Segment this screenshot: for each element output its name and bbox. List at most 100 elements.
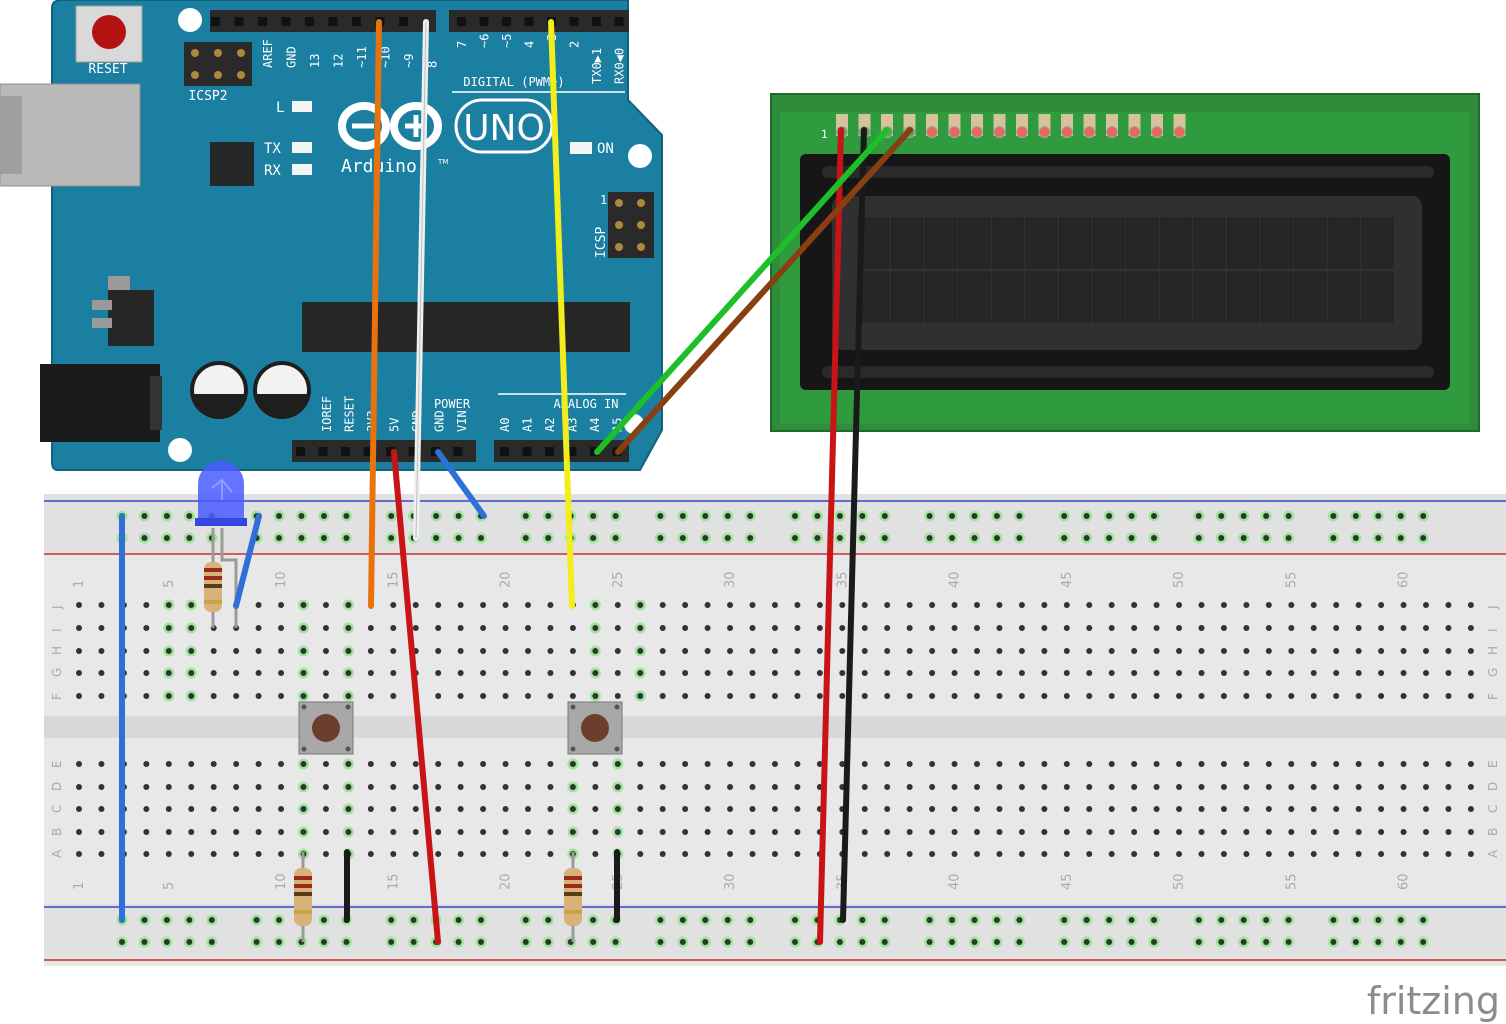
breadboard-hole[interactable] [412,761,419,767]
breadboard-hole[interactable] [457,784,464,790]
breadboard-hole[interactable] [974,670,980,676]
breadboard-hole[interactable] [996,761,1003,767]
breadboard-hole[interactable] [76,625,82,631]
breadboard-hole[interactable] [547,784,554,790]
breadboard-hole[interactable] [637,670,644,676]
reset-button-cap[interactable] [92,15,126,49]
breadboard-hole[interactable] [1423,829,1429,835]
breadboard-hole[interactable] [569,784,576,790]
rail-hole[interactable] [1061,939,1068,945]
rail-hole[interactable] [1128,939,1135,945]
header-pin[interactable] [453,447,463,456]
rail-hole[interactable] [926,513,933,519]
breadboard-hole[interactable] [502,625,509,631]
breadboard-hole[interactable] [300,829,307,835]
breadboard-hole[interactable] [1445,648,1452,654]
breadboard-hole[interactable] [1333,806,1340,812]
rail-hole[interactable] [141,917,148,923]
rail-hole[interactable] [1375,513,1382,519]
rail-hole[interactable] [836,535,843,541]
breadboard-hole[interactable] [592,761,599,767]
breadboard-hole[interactable] [165,761,172,767]
breadboard-hole[interactable] [1108,625,1115,631]
breadboard-hole[interactable] [1131,851,1138,857]
breadboard-hole[interactable] [749,829,756,835]
breadboard-hole[interactable] [143,851,150,857]
rail-hole[interactable] [1128,917,1135,923]
rail-hole[interactable] [522,513,529,519]
breadboard-hole[interactable] [1018,602,1025,608]
rail-hole[interactable] [926,939,933,945]
rail-hole[interactable] [1151,535,1157,541]
breadboard-hole[interactable] [1176,806,1183,812]
breadboard-hole[interactable] [345,602,352,608]
breadboard-hole[interactable] [457,693,464,699]
breadboard-hole[interactable] [143,625,150,631]
breadboard-hole[interactable] [1018,670,1025,676]
rail-hole[interactable] [747,939,754,945]
rail-hole[interactable] [545,513,552,519]
breadboard-hole[interactable] [996,693,1003,699]
rail-hole[interactable] [1128,535,1135,541]
breadboard-hole[interactable] [996,784,1003,790]
breadboard-hole[interactable] [816,602,823,608]
rail-hole[interactable] [836,513,843,519]
breadboard-hole[interactable] [906,829,913,835]
rail-hole[interactable] [859,513,866,519]
breadboard-hole[interactable] [390,693,397,699]
rail-hole[interactable] [186,535,193,541]
header-pin[interactable] [363,447,373,456]
breadboard-hole[interactable] [569,806,576,812]
breadboard-hole[interactable] [592,602,599,608]
breadboard-hole[interactable] [1423,602,1429,608]
breadboard-hole[interactable] [1063,851,1070,857]
rail-hole[interactable] [859,535,866,541]
breadboard-hole[interactable] [525,806,531,812]
breadboard-hole[interactable] [906,625,913,631]
rail-hole[interactable] [1106,939,1113,945]
rail-hole[interactable] [993,939,1000,945]
breadboard-hole[interactable] [1243,602,1250,608]
wire-red[interactable] [391,449,441,945]
wire-blue[interactable] [233,513,262,609]
wire-green[interactable] [594,127,890,455]
breadboard-hole[interactable] [300,670,307,676]
breadboard-hole[interactable] [76,670,82,676]
lcd-pin[interactable] [1038,126,1051,138]
rail-hole[interactable] [993,917,1000,923]
breadboard-hole[interactable] [1086,693,1093,699]
lcd-pin[interactable] [1151,126,1163,138]
breadboard-hole[interactable] [457,806,464,812]
rail-hole[interactable] [1263,939,1270,945]
breadboard-hole[interactable] [1198,829,1205,835]
breadboard-hole[interactable] [76,602,82,608]
rail-hole[interactable] [1285,917,1292,923]
breadboard-hole[interactable] [1355,670,1362,676]
rail-hole[interactable] [410,917,417,923]
breadboard-hole[interactable] [1265,761,1272,767]
breadboard-hole[interactable] [637,602,644,608]
breadboard-hole[interactable] [525,602,531,608]
rail-hole[interactable] [545,939,552,945]
rail-hole[interactable] [478,535,484,541]
header-pin[interactable] [567,447,577,456]
breadboard-hole[interactable] [188,829,195,835]
breadboard-hole[interactable] [794,602,801,608]
breadboard-hole[interactable] [974,851,980,857]
breadboard-hole[interactable] [1378,602,1385,608]
rail-hole[interactable] [612,939,619,945]
breadboard-hole[interactable] [1310,625,1317,631]
breadboard-hole[interactable] [1333,693,1340,699]
breadboard-hole[interactable] [345,806,352,812]
rail-hole[interactable] [1330,939,1337,945]
breadboard-hole[interactable] [1467,851,1474,857]
breadboard-hole[interactable] [569,625,576,631]
rail-hole[interactable] [1195,917,1202,923]
rail-hole[interactable] [1263,917,1270,923]
breadboard-hole[interactable] [884,806,891,812]
breadboard-hole[interactable] [974,648,980,654]
rail-hole[interactable] [1218,535,1225,541]
breadboard-hole[interactable] [480,648,487,654]
breadboard-hole[interactable] [951,648,958,654]
breadboard-hole[interactable] [502,851,509,857]
